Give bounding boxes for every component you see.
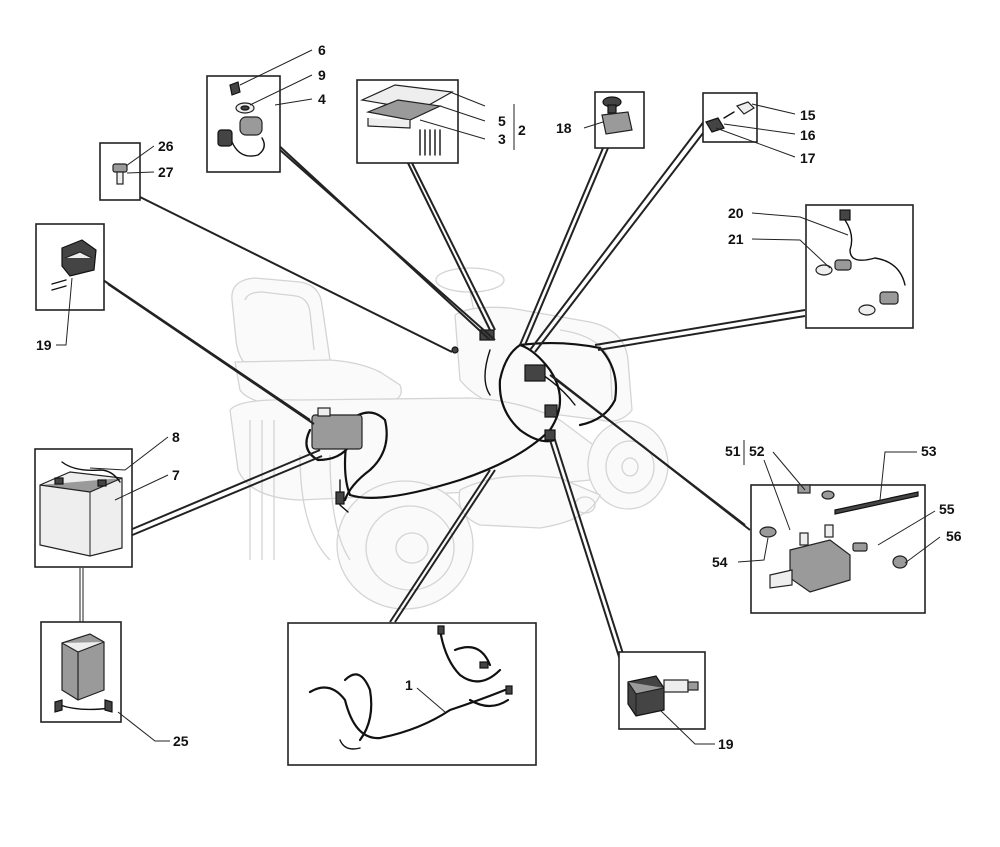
tractor-illustration [229, 267, 669, 610]
callout-56: 56 [946, 528, 962, 544]
charger-box [40, 621, 122, 723]
callout-1: 1 [405, 677, 413, 693]
callout-19-bottom: 19 [718, 736, 734, 752]
callout-16: 16 [800, 127, 816, 143]
callout-labels: 6 9 4 5 3 2 18 15 16 17 26 27 20 21 19 8… [36, 42, 962, 752]
callout-6: 6 [318, 42, 326, 58]
callout-25: 25 [173, 733, 189, 749]
fuse-box-box [356, 79, 515, 164]
callout-15: 15 [800, 107, 816, 123]
callout-leaders [56, 49, 941, 745]
connector-set-box [702, 92, 758, 143]
main-harness-box [287, 622, 537, 766]
callout-20: 20 [728, 205, 744, 221]
callout-2: 2 [518, 122, 526, 138]
ignition-switch-box [206, 75, 281, 173]
callout-18: 18 [556, 120, 572, 136]
callout-17: 17 [800, 150, 816, 166]
callout-9: 9 [318, 67, 326, 83]
callout-55: 55 [939, 501, 955, 517]
callout-53: 53 [921, 443, 937, 459]
callout-27: 27 [158, 164, 174, 180]
solenoid-box [743, 440, 926, 614]
screw-box [99, 142, 141, 201]
callout-19-left: 19 [36, 337, 52, 353]
wiring-harness-on-tractor [305, 329, 618, 513]
callout-8: 8 [172, 429, 180, 445]
callout-52: 52 [749, 443, 765, 459]
callout-51: 51 [725, 443, 741, 459]
light-harness-box [805, 204, 914, 329]
relay-box-bottom [618, 651, 706, 730]
callout-4: 4 [318, 91, 326, 107]
callout-7: 7 [172, 467, 180, 483]
callout-26: 26 [158, 138, 174, 154]
connector-lines [79, 119, 806, 661]
push-switch-box [594, 91, 645, 149]
callout-5: 5 [498, 113, 506, 129]
battery-box [34, 448, 133, 568]
callout-3: 3 [498, 131, 506, 147]
callout-54: 54 [712, 554, 728, 570]
callout-21: 21 [728, 231, 744, 247]
